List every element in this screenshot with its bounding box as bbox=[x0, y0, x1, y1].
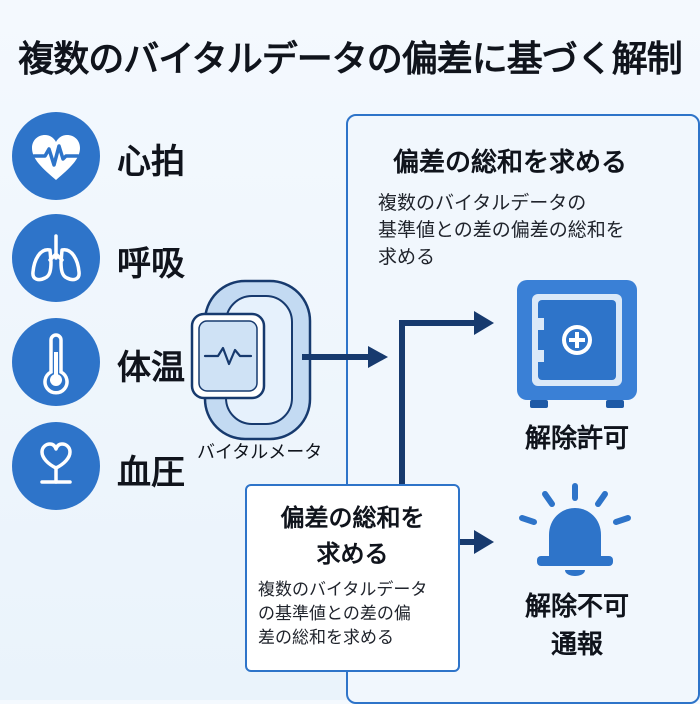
unlock-denied-label: 解除不可 通報 bbox=[497, 588, 657, 664]
alarm-bell-icon bbox=[519, 483, 631, 576]
unlock-permitted-text: 解除許可 bbox=[524, 424, 629, 454]
panel-description: 複数のバイタルデータの 基準値との差の偏差の総和を 求める bbox=[378, 190, 678, 271]
panel-description-line: 複数のバイタルデータの bbox=[378, 192, 587, 214]
box-title: 偏差の総和を 求める bbox=[245, 500, 460, 572]
vital-label-respiration: 呼吸 bbox=[117, 244, 185, 284]
thermometer-icon bbox=[12, 318, 100, 406]
panel-description-line: 求める bbox=[378, 246, 436, 268]
branch-connector bbox=[399, 311, 494, 554]
box-description-line: の基準値との差の偏 bbox=[258, 604, 411, 624]
blood-pressure-icon bbox=[12, 422, 100, 510]
box-description-line: 複数のバイタルデータ bbox=[258, 580, 428, 600]
vital-label-heart-rate: 心拍 bbox=[117, 142, 185, 182]
arrow-watch-to-panel bbox=[302, 346, 388, 368]
unlock-denied-text: 解除不可 bbox=[524, 592, 629, 622]
smartwatch-icon bbox=[190, 279, 312, 441]
vital-label-blood-pressure: 血圧 bbox=[117, 453, 185, 493]
sum-deviation-box bbox=[245, 484, 460, 672]
panel-title: 偏差の総和を求める bbox=[393, 148, 628, 178]
safe-icon bbox=[517, 280, 637, 408]
vital-meter-label: バイタルメータ bbox=[197, 442, 323, 463]
box-title-line: 求める bbox=[316, 540, 389, 568]
report-text: 通報 bbox=[550, 630, 603, 660]
page-title: 複数のバイタルデータの偏差に基づく解制 bbox=[18, 39, 683, 80]
unlock-permitted-label: 解除許可 bbox=[497, 420, 657, 458]
heartbeat-icon bbox=[12, 112, 100, 200]
lungs-icon bbox=[12, 214, 100, 302]
box-description: 複数のバイタルデータ の基準値との差の偏 差の総和を求める bbox=[258, 578, 454, 650]
vital-label-temperature: 体温 bbox=[117, 348, 185, 388]
box-description-line: 差の総和を求める bbox=[258, 628, 394, 648]
box-title-line: 偏差の総和を bbox=[280, 504, 425, 532]
panel-description-line: 基準値との差の偏差の総和を bbox=[378, 219, 625, 241]
